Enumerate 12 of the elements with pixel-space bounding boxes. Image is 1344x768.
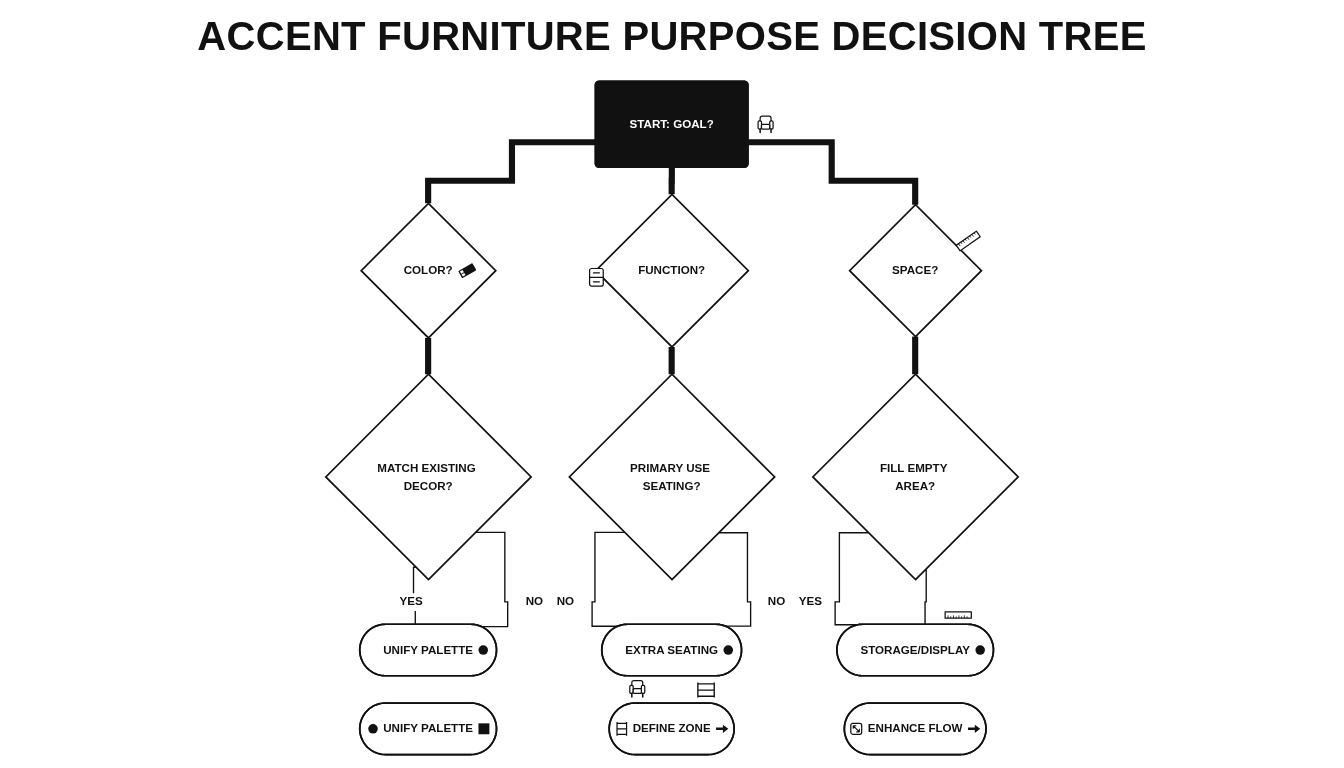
node-diamond: PRIMARY USE SEATING? (568, 373, 776, 581)
connector (748, 139, 919, 208)
node-diamond: COLOR? (360, 202, 497, 340)
edge-label: NO (556, 595, 575, 609)
connector (921, 569, 927, 626)
node-diamond: MATCH EXISTING DECOR? (324, 373, 533, 581)
edge-label: YES (798, 595, 822, 609)
node-diamond: FILL EMPTY AREA? (811, 373, 1020, 581)
edge-label: YES (399, 595, 423, 609)
edge-label: NO (767, 595, 786, 609)
diagram-title: ACCENT FURNITURE PURPOSE DECISION TREE (197, 14, 1147, 59)
edge-label: NO (525, 595, 544, 609)
